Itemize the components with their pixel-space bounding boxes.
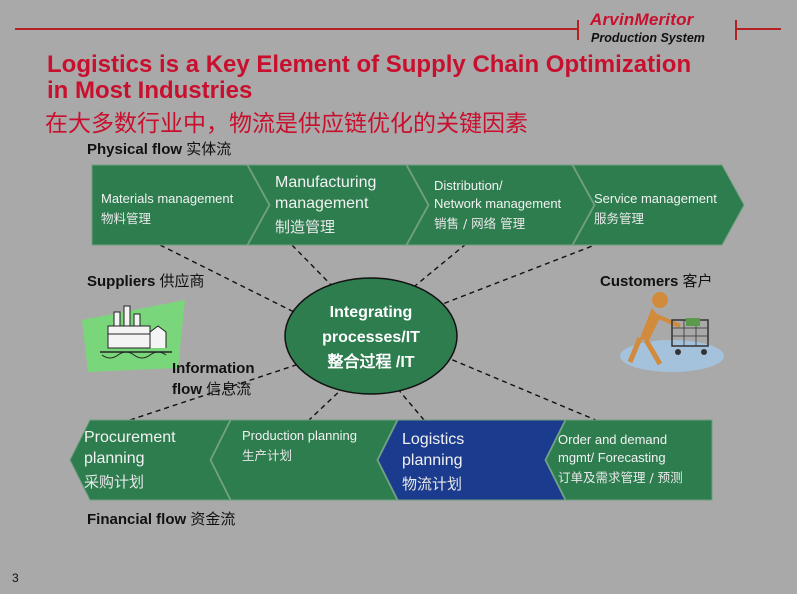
connector-service xyxy=(439,242,601,306)
distribution-management-text: Distribution/ Network management 销售 / 网络… xyxy=(434,178,562,231)
production-planning-text: Production planning 生产计划 xyxy=(242,428,357,463)
brand-tick-right xyxy=(735,20,737,40)
integrating-processes-ellipse xyxy=(284,277,458,395)
brand-tick-left xyxy=(577,20,579,40)
segment-distribution-management xyxy=(406,164,595,246)
information-flow-label: Information flow 信息流 xyxy=(172,360,255,398)
title-chinese: 在大多数行业中，物流是供应链优化的关键因素 xyxy=(45,111,528,137)
brand-subtitle: Production System xyxy=(591,31,705,45)
dashed-connectors xyxy=(129,242,601,422)
segment-service-management xyxy=(572,164,745,246)
service-management-text: Service management 服务管理 xyxy=(594,191,717,226)
integrating-processes-text: Integrating processes/IT 整合过程 /IT xyxy=(322,304,420,371)
financial-flow-chain xyxy=(69,419,713,501)
financial-flow-label: Financial flow 资金流 xyxy=(87,510,236,528)
shopper-icon xyxy=(620,292,724,372)
segment-procurement-planning xyxy=(69,419,231,501)
procurement-planning-text: Procurement planning 采购计划 xyxy=(84,429,176,491)
order-demand-text: Order and demand mgmt/ Forecasting 订单及需求… xyxy=(558,432,683,485)
brand-line-right xyxy=(737,28,781,30)
segment-production-planning xyxy=(210,419,398,501)
logistics-planning-text: Logistics planning 物流计划 xyxy=(402,431,465,493)
segment-order-demand xyxy=(545,419,713,501)
connector-distribution xyxy=(409,243,467,291)
connector-materials xyxy=(159,244,311,321)
title-line-1: Logistics is a Key Element of Supply Cha… xyxy=(47,51,692,78)
title-line-2: in Most Industries xyxy=(47,77,253,104)
brand-line-left xyxy=(15,28,578,30)
segment-logistics-planning xyxy=(377,419,566,501)
factory-icon xyxy=(82,300,185,372)
suppliers-label: Suppliers 供应商 xyxy=(87,272,205,290)
connector-order xyxy=(447,357,599,422)
brand-logo: ArvinMeritor xyxy=(590,10,694,29)
segment-materials-management xyxy=(91,164,270,246)
page-number: 3 xyxy=(12,571,19,585)
segment-manufacturing-management xyxy=(247,164,429,246)
connector-production xyxy=(307,385,346,422)
customers-label: Customers 客户 xyxy=(600,272,713,290)
materials-management-text: Materials management 物料管理 xyxy=(101,191,234,226)
manufacturing-management-text: Manufacturing management 制造管理 xyxy=(275,174,377,236)
physical-flow-chain xyxy=(91,164,745,246)
connector-logistics xyxy=(396,387,425,421)
connector-procurement xyxy=(129,361,306,421)
physical-flow-label: Physical flow 实体流 xyxy=(87,140,232,158)
